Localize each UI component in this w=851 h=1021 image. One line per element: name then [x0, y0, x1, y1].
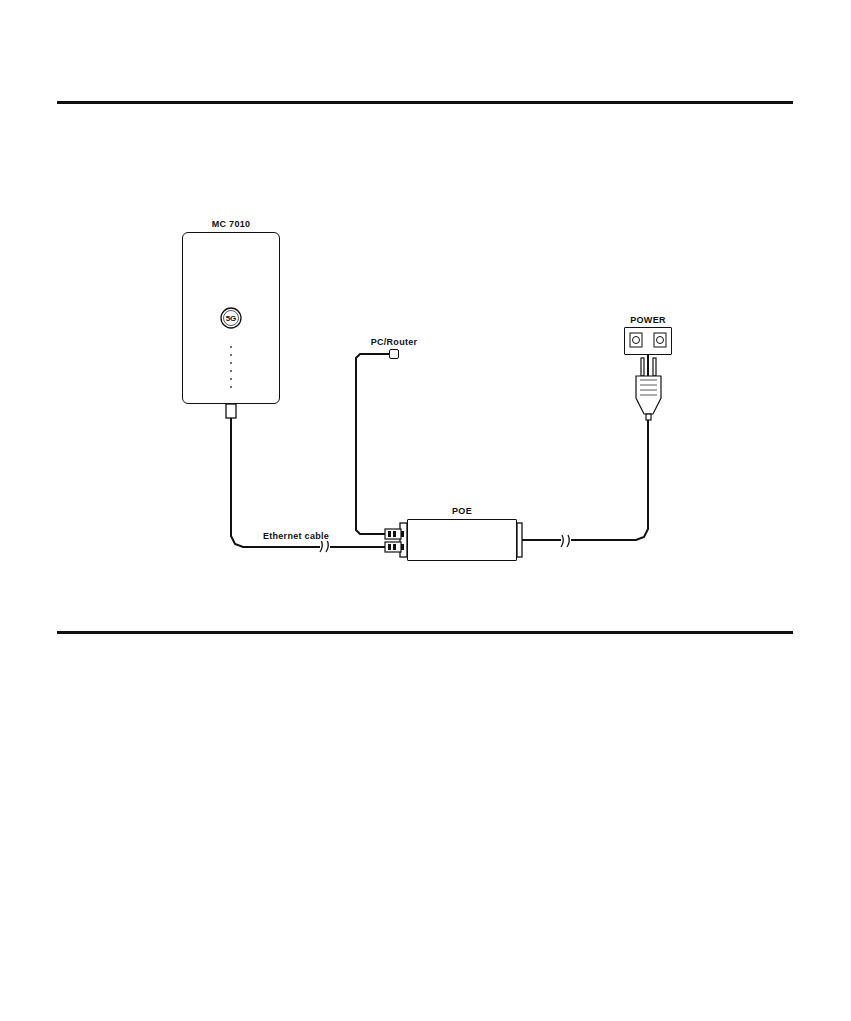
rule-line — [57, 631, 793, 634]
part-label: MC 7010 — [212, 219, 251, 229]
rj45-plug — [385, 542, 404, 552]
outlet-socket — [630, 333, 666, 347]
pc-router-plug: PC/Router — [389, 349, 399, 359]
logo-circle — [221, 308, 241, 328]
cable-label: Ethernet cable — [261, 531, 331, 541]
connector-stub — [226, 404, 236, 418]
poe-injector: POE — [407, 519, 517, 561]
rj45-plug — [385, 529, 404, 539]
logo-text: 5G — [226, 314, 237, 323]
part-label: POWER — [630, 315, 666, 325]
rule-line — [57, 101, 793, 104]
cable-break — [561, 535, 571, 547]
power-plug — [636, 358, 661, 420]
poe-tab — [517, 523, 522, 557]
cable — [522, 355, 648, 540]
power-outlet: POWER — [624, 327, 672, 355]
part-label: PC/Router — [371, 337, 418, 347]
led-dots — [230, 346, 232, 388]
cable-break — [320, 540, 330, 552]
cable — [356, 354, 389, 534]
logo-ring — [224, 311, 239, 326]
part-label: POE — [452, 506, 472, 516]
cable — [231, 404, 386, 547]
